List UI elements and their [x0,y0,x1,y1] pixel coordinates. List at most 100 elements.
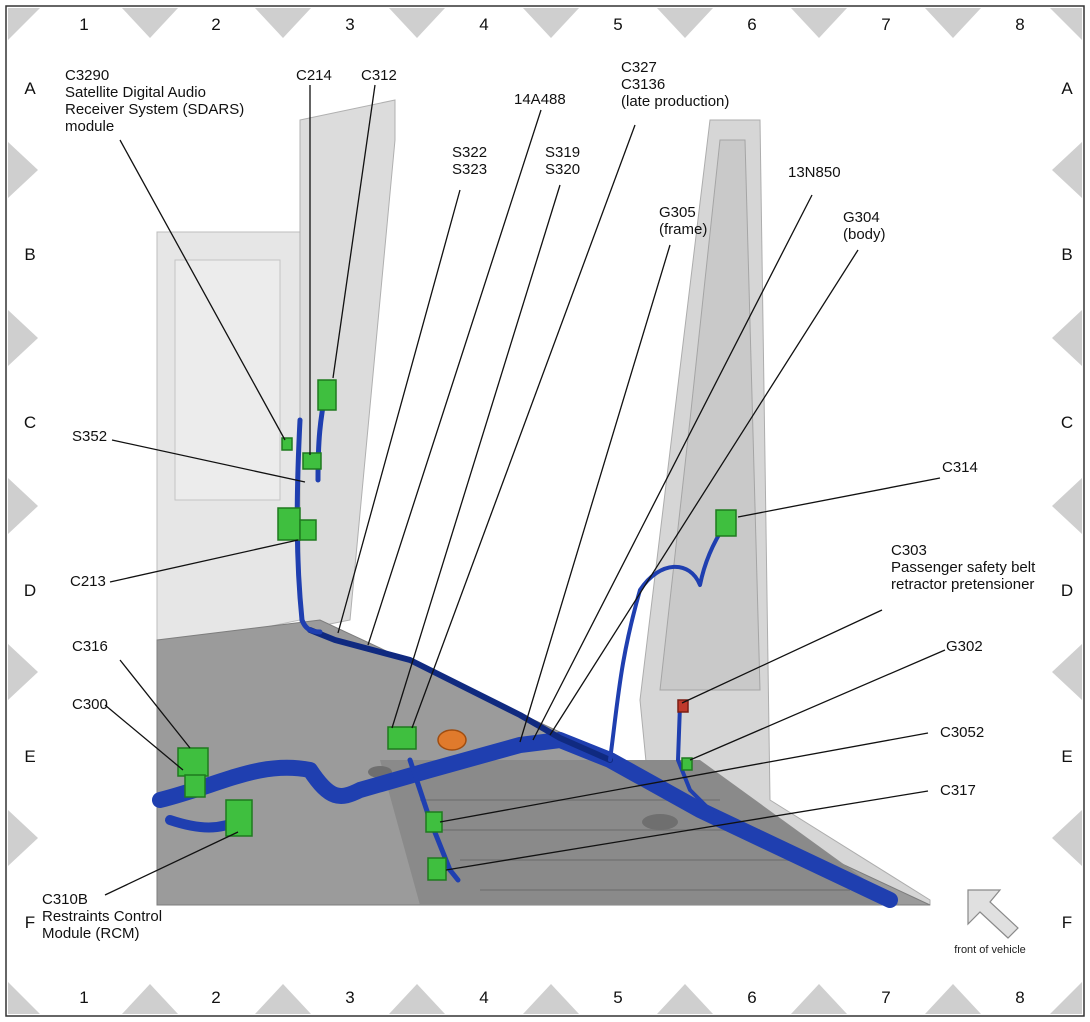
connector-c3290 [281,437,293,451]
harness-floor-branch [407,757,461,883]
grid-marker-right [1052,310,1082,366]
column-label-bottom: 1 [79,988,88,1007]
row-label-right: A [1061,79,1073,98]
row-label-right: D [1061,581,1073,600]
floor-hole [642,814,678,830]
harness-vertical-run [294,417,323,635]
connector-c314 [715,509,737,537]
grid-marker-corner [1050,8,1082,40]
callout-c310b-desc: Restraints Control [42,908,162,925]
column-label-top: 4 [479,15,488,34]
callout-c303: C303 [891,542,927,559]
callout-c3290-desc: Satellite Digital Audio [65,84,206,101]
harness-upper-run [307,627,613,763]
callout-c310b-desc: Module (RCM) [42,925,140,942]
grid-marker-right [1052,644,1082,700]
connector-s319 [387,726,417,750]
callout-c3290: C3290 [65,67,109,84]
grid-marker-corner [1050,982,1082,1014]
connector-c213b [299,519,317,541]
grid-marker-top [255,8,311,38]
callout-s319: S319 [545,144,580,161]
row-label-left: B [24,245,35,264]
row-labels-left: A B C D E F [24,79,36,932]
callout-c327-desc: (late production) [621,93,729,110]
column-label-bottom: 5 [613,988,622,1007]
grid-marker-bottom [523,984,579,1014]
connectors [177,379,737,881]
row-label-right: E [1061,747,1072,766]
grid-marker-bottom [791,984,847,1014]
callout-c213: C213 [70,573,106,590]
row-label-left: E [24,747,35,766]
callout-g304-desc: (body) [843,226,886,243]
callout-n13n850: 13N850 [788,164,841,181]
callout-c312: C312 [361,67,397,84]
connector-c300 [184,774,206,798]
row-label-left: F [25,913,35,932]
callout-s322-desc: S323 [452,161,487,178]
connector-c312 [317,379,337,411]
grid-marker-top [122,8,178,38]
callout-c3052: C3052 [940,724,984,741]
connector-c310b [225,799,253,837]
grid-marker-left [8,310,38,366]
column-label-bottom: 2 [211,988,220,1007]
column-label-top: 2 [211,15,220,34]
connector-c214 [302,452,322,470]
column-label-top: 8 [1015,15,1024,34]
grid-marker-bottom [122,984,178,1014]
grid-marker-corner [8,8,40,40]
connector-c303 [677,699,689,713]
callout-c314: C314 [942,459,978,476]
grid-marker-right [1052,810,1082,866]
grid-markers [8,8,1082,1014]
grid-marker-right [1052,478,1082,534]
callout-c303-desc: Passenger safety belt [891,559,1036,576]
front-of-vehicle-arrow-icon [967,889,1019,939]
front-of-vehicle-indicator: front of vehicle [954,889,1026,956]
grid-marker-top [523,8,579,38]
grid-marker-left [8,142,38,198]
grid-marker-right [1052,142,1082,198]
connector-c317 [427,857,447,881]
row-label-left: C [24,413,36,432]
callout-s319-desc: S320 [545,161,580,178]
callout-c214: C214 [296,67,332,84]
leader-lines [104,84,946,896]
grid-marker-bottom [255,984,311,1014]
callout-a14a488: 14A488 [514,91,566,108]
grid-marker-bottom [657,984,713,1014]
callout-c327: C327 [621,59,657,76]
connector-g302 [681,757,693,771]
callout-c317: C317 [940,782,976,799]
rear-window-frame [174,259,281,501]
row-label-left: D [24,581,36,600]
callout-c310b: C310B [42,891,88,908]
floor-ribs [380,760,900,905]
column-label-bottom: 7 [881,988,890,1007]
connector-orange-module [437,729,467,751]
column-label-top: 7 [881,15,890,34]
harness-right-riser [608,523,727,762]
grid-marker-top [925,8,981,38]
callout-g302: G302 [946,638,983,655]
grid-marker-top [657,8,713,38]
callout-g305-desc: (frame) [659,221,707,238]
column-label-bottom: 8 [1015,988,1024,1007]
row-label-left: A [24,79,36,98]
callout-s352: S352 [72,428,107,445]
grid-marker-left [8,644,38,700]
column-label-bottom: 4 [479,988,488,1007]
grid-marker-top [791,8,847,38]
column-label-bottom: 3 [345,988,354,1007]
row-label-right: C [1061,413,1073,432]
front-of-vehicle-label: front of vehicle [954,944,1026,956]
harness-right-drop [676,703,714,814]
callout-g304: G304 [843,209,880,226]
row-label-right: F [1062,913,1072,932]
